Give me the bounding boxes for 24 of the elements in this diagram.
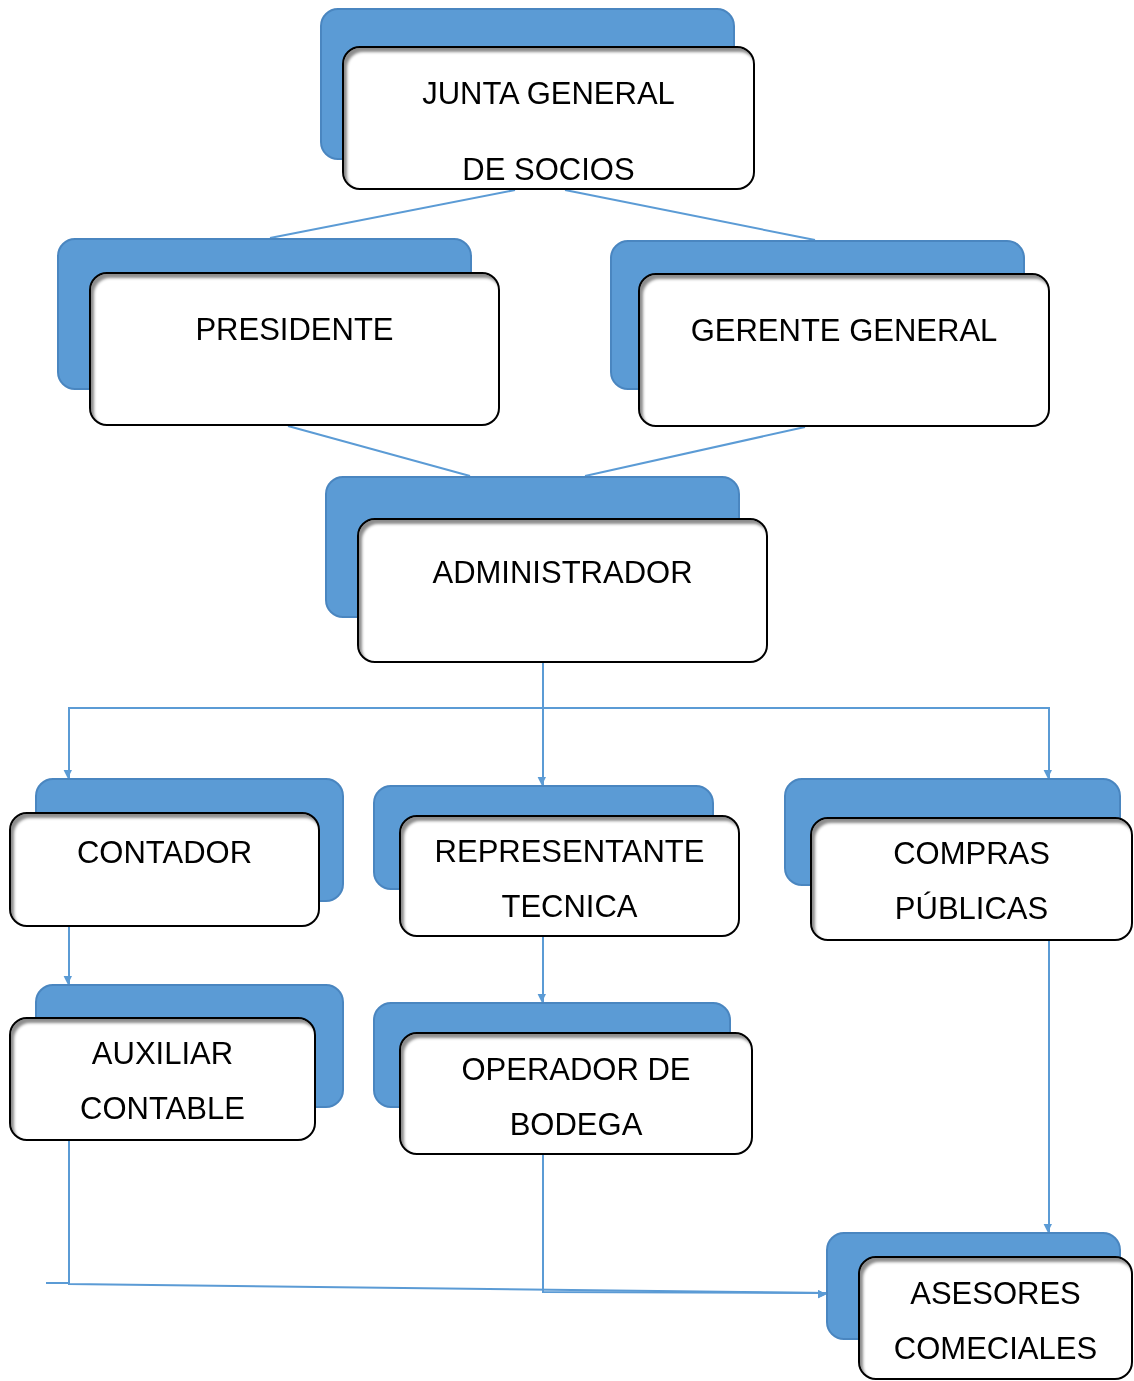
org-card-drawing [610, 240, 1050, 427]
org-card-drawing [373, 1002, 753, 1155]
node-label: OPERADOR DE BODEGA [460, 1051, 692, 1144]
node-label: CONTADOR [75, 834, 254, 872]
org-card-drawing [325, 476, 768, 663]
org-card-drawing [320, 8, 755, 190]
node-label: GERENTE GENERAL [689, 312, 999, 350]
node-label: PRESIDENTE [194, 311, 395, 349]
node-label: JUNTA GENERAL DE SOCIOS [421, 75, 676, 189]
node-label: ASESORES COMECIALES [892, 1275, 1099, 1368]
org-card-drawing [9, 984, 344, 1141]
node-label: COMPRAS PÚBLICAS [892, 835, 1051, 928]
arrow [542, 1154, 827, 1299]
node-label: ADMINISTRADOR [431, 554, 694, 592]
org-card-drawing [57, 238, 500, 426]
arrow [537, 936, 546, 1003]
arrow [1043, 940, 1052, 1233]
org-card-drawing [826, 1232, 1133, 1380]
org-card-drawing [784, 778, 1133, 941]
arrow [63, 926, 72, 985]
node-label: REPRESENTANTE TECNICA [433, 833, 706, 926]
org-card-drawing [373, 785, 740, 937]
org-card-drawing [9, 778, 344, 927]
node-label: AUXILIAR CONTABLE [79, 1035, 246, 1128]
